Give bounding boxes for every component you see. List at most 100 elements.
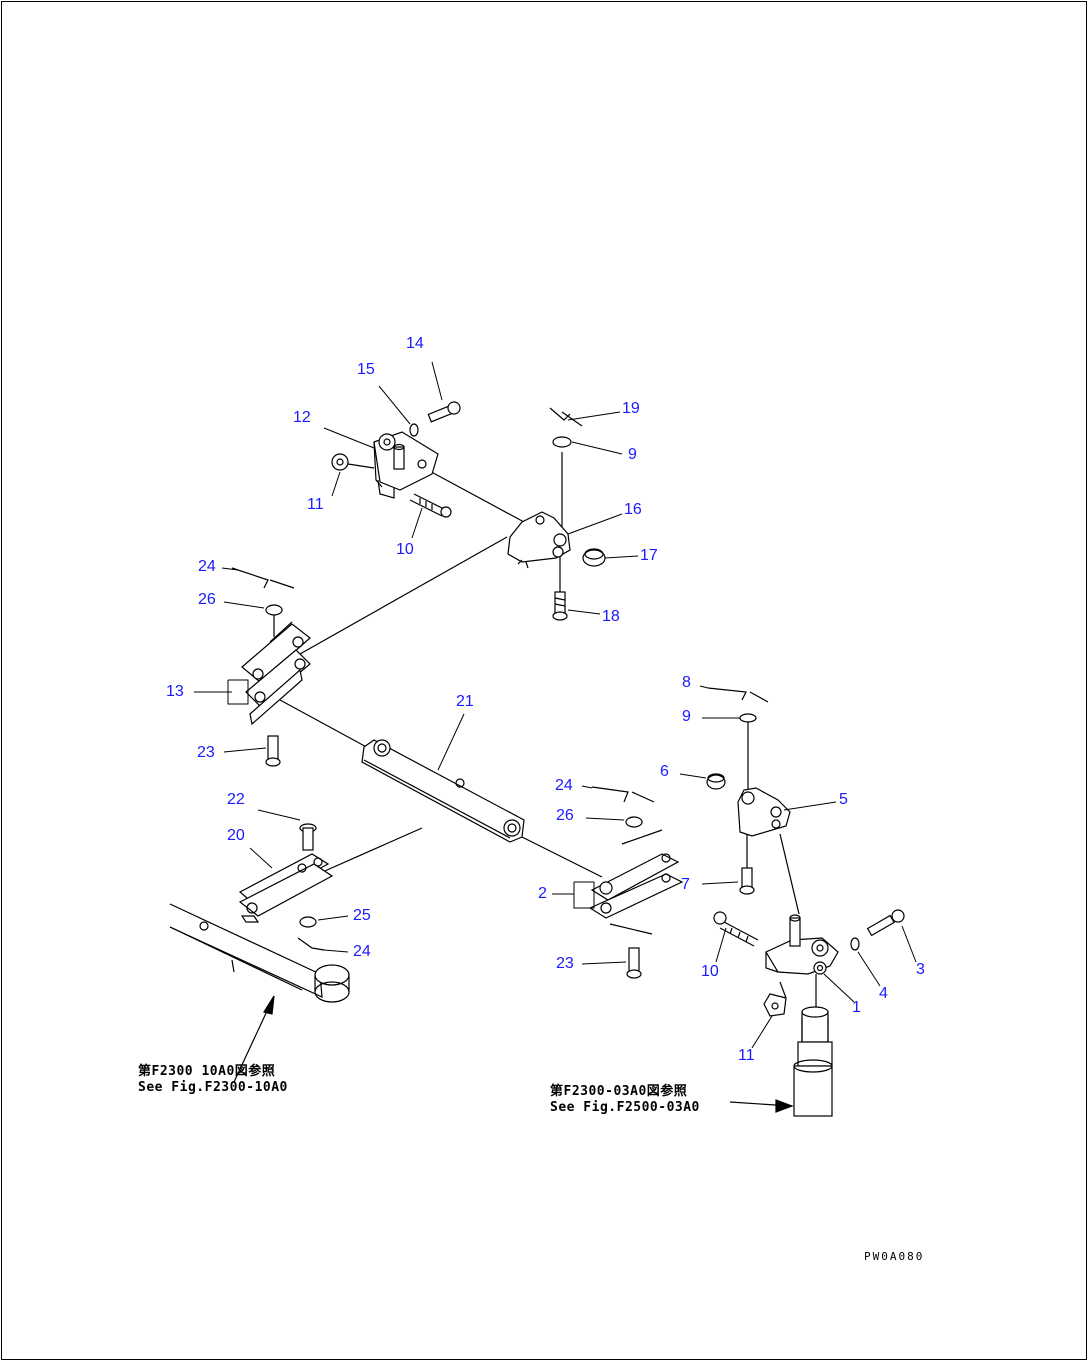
pin-22 — [299, 823, 317, 851]
leader-3 — [901, 925, 917, 963]
leader-24-lower — [323, 949, 349, 953]
callout-10-upper: 10 — [396, 541, 414, 558]
bracket-12 — [373, 431, 439, 499]
leader-23-upper — [223, 747, 267, 753]
leader-14 — [431, 361, 443, 401]
leader-4 — [857, 951, 881, 987]
callout-11-lower: 11 — [738, 1047, 755, 1064]
leader-25 — [317, 915, 349, 921]
guide-line-2-lower — [609, 923, 653, 935]
reference-note-left-en: See Fig.F2300-10A0 — [138, 1080, 288, 1095]
leader-23-lower — [581, 961, 627, 965]
reference-note-right-jp: 第F2300-03A0図参照 — [550, 1084, 688, 1099]
callout-10-lower: 10 — [701, 963, 719, 980]
leader-11-upper — [331, 471, 341, 497]
cotter-pin-24-lower — [297, 937, 325, 951]
leader-11-lower — [751, 1015, 773, 1049]
callout-22: 22 — [227, 791, 245, 808]
bracket-1 — [765, 914, 839, 975]
washer-15 — [409, 423, 419, 437]
leader-7 — [701, 881, 739, 885]
leader-24-upper — [221, 567, 239, 571]
link-line-16-13 — [299, 536, 508, 655]
callout-18: 18 — [602, 608, 620, 625]
steering-arm-left — [169, 903, 350, 1003]
leader-1 — [823, 973, 855, 1003]
link-line-21-20 — [317, 827, 423, 875]
lever-16 — [507, 511, 571, 569]
callout-13: 13 — [166, 683, 184, 700]
leader-16 — [567, 513, 623, 535]
reference-note-left-jp: 第F2300 10A0図参照 — [138, 1064, 276, 1079]
callout-14: 14 — [406, 335, 424, 352]
bushing-17 — [582, 548, 606, 567]
bolt-10-upper — [409, 493, 452, 518]
leader-5 — [783, 801, 837, 811]
callout-3: 3 — [916, 961, 925, 978]
callout-24-upper: 24 — [198, 558, 216, 575]
reference-arrow-right — [729, 1099, 794, 1113]
leader-21 — [437, 713, 465, 771]
callout-4: 4 — [879, 985, 888, 1002]
cotter-pin-24-right — [591, 786, 655, 803]
reference-note-right-en: See Fig.F2500-03A0 — [550, 1100, 700, 1115]
callout-2: 2 — [538, 885, 547, 902]
pin-18 — [552, 591, 568, 621]
leader-2 — [552, 881, 595, 909]
guide-line-2-upper — [621, 829, 663, 845]
lever-5 — [737, 787, 791, 837]
reference-arrow-left — [233, 995, 275, 1083]
callout-16: 16 — [624, 501, 642, 518]
bolt-10-lower — [713, 911, 759, 947]
pin-7 — [739, 867, 755, 895]
callout-6: 6 — [660, 763, 669, 780]
drawing-code: PW0A080 — [864, 1250, 925, 1263]
nut-26-upper — [265, 604, 283, 616]
callout-24-right: 24 — [555, 777, 573, 794]
callout-23-upper: 23 — [197, 744, 215, 761]
bolt-23-upper — [265, 735, 281, 767]
callout-19: 19 — [622, 400, 640, 417]
cotter-pin-19 — [549, 407, 583, 427]
washer-4 — [850, 937, 860, 951]
bushing-6 — [706, 773, 726, 790]
cotter-pin-24-upper — [231, 567, 295, 589]
callout-9-lower: 9 — [682, 708, 691, 725]
leader-15 — [378, 385, 411, 425]
callout-7: 7 — [681, 876, 690, 893]
link-rod-21 — [361, 739, 525, 843]
steering-column — [793, 974, 833, 1117]
nut-26-lower — [625, 816, 643, 828]
nut-11-upper — [331, 453, 375, 471]
bolt-3 — [866, 909, 905, 937]
leader-10-upper — [411, 507, 423, 539]
nut-11-lower — [763, 981, 787, 1017]
link-line-12-16 — [423, 467, 525, 523]
leader-20 — [249, 847, 273, 869]
callout-24-lower: 24 — [353, 943, 371, 960]
callout-20: 20 — [227, 827, 245, 844]
clevis-13 — [241, 621, 311, 726]
callout-1: 1 — [852, 999, 861, 1016]
leader-22 — [257, 809, 301, 821]
leader-10-lower — [715, 927, 727, 963]
callout-25: 25 — [353, 907, 371, 924]
callout-26-lower: 26 — [556, 807, 574, 824]
clevis-20 — [238, 853, 334, 923]
callout-23-lower: 23 — [556, 955, 574, 972]
leader-24-right — [581, 785, 593, 789]
callout-21: 21 — [456, 693, 474, 710]
callout-15: 15 — [357, 361, 375, 378]
washer-9-upper — [552, 436, 572, 448]
link-line-21-2 — [511, 831, 603, 878]
callout-11-upper: 11 — [307, 496, 324, 513]
link-line-13-21 — [279, 699, 373, 751]
leader-26-upper — [223, 601, 265, 609]
cotter-pin-8 — [707, 687, 769, 703]
bolt-23-lower — [626, 947, 642, 979]
leader-17 — [604, 555, 639, 559]
callout-8: 8 — [682, 674, 691, 691]
callout-17: 17 — [640, 547, 658, 564]
leader-6 — [679, 773, 707, 779]
leader-8 — [699, 685, 709, 689]
